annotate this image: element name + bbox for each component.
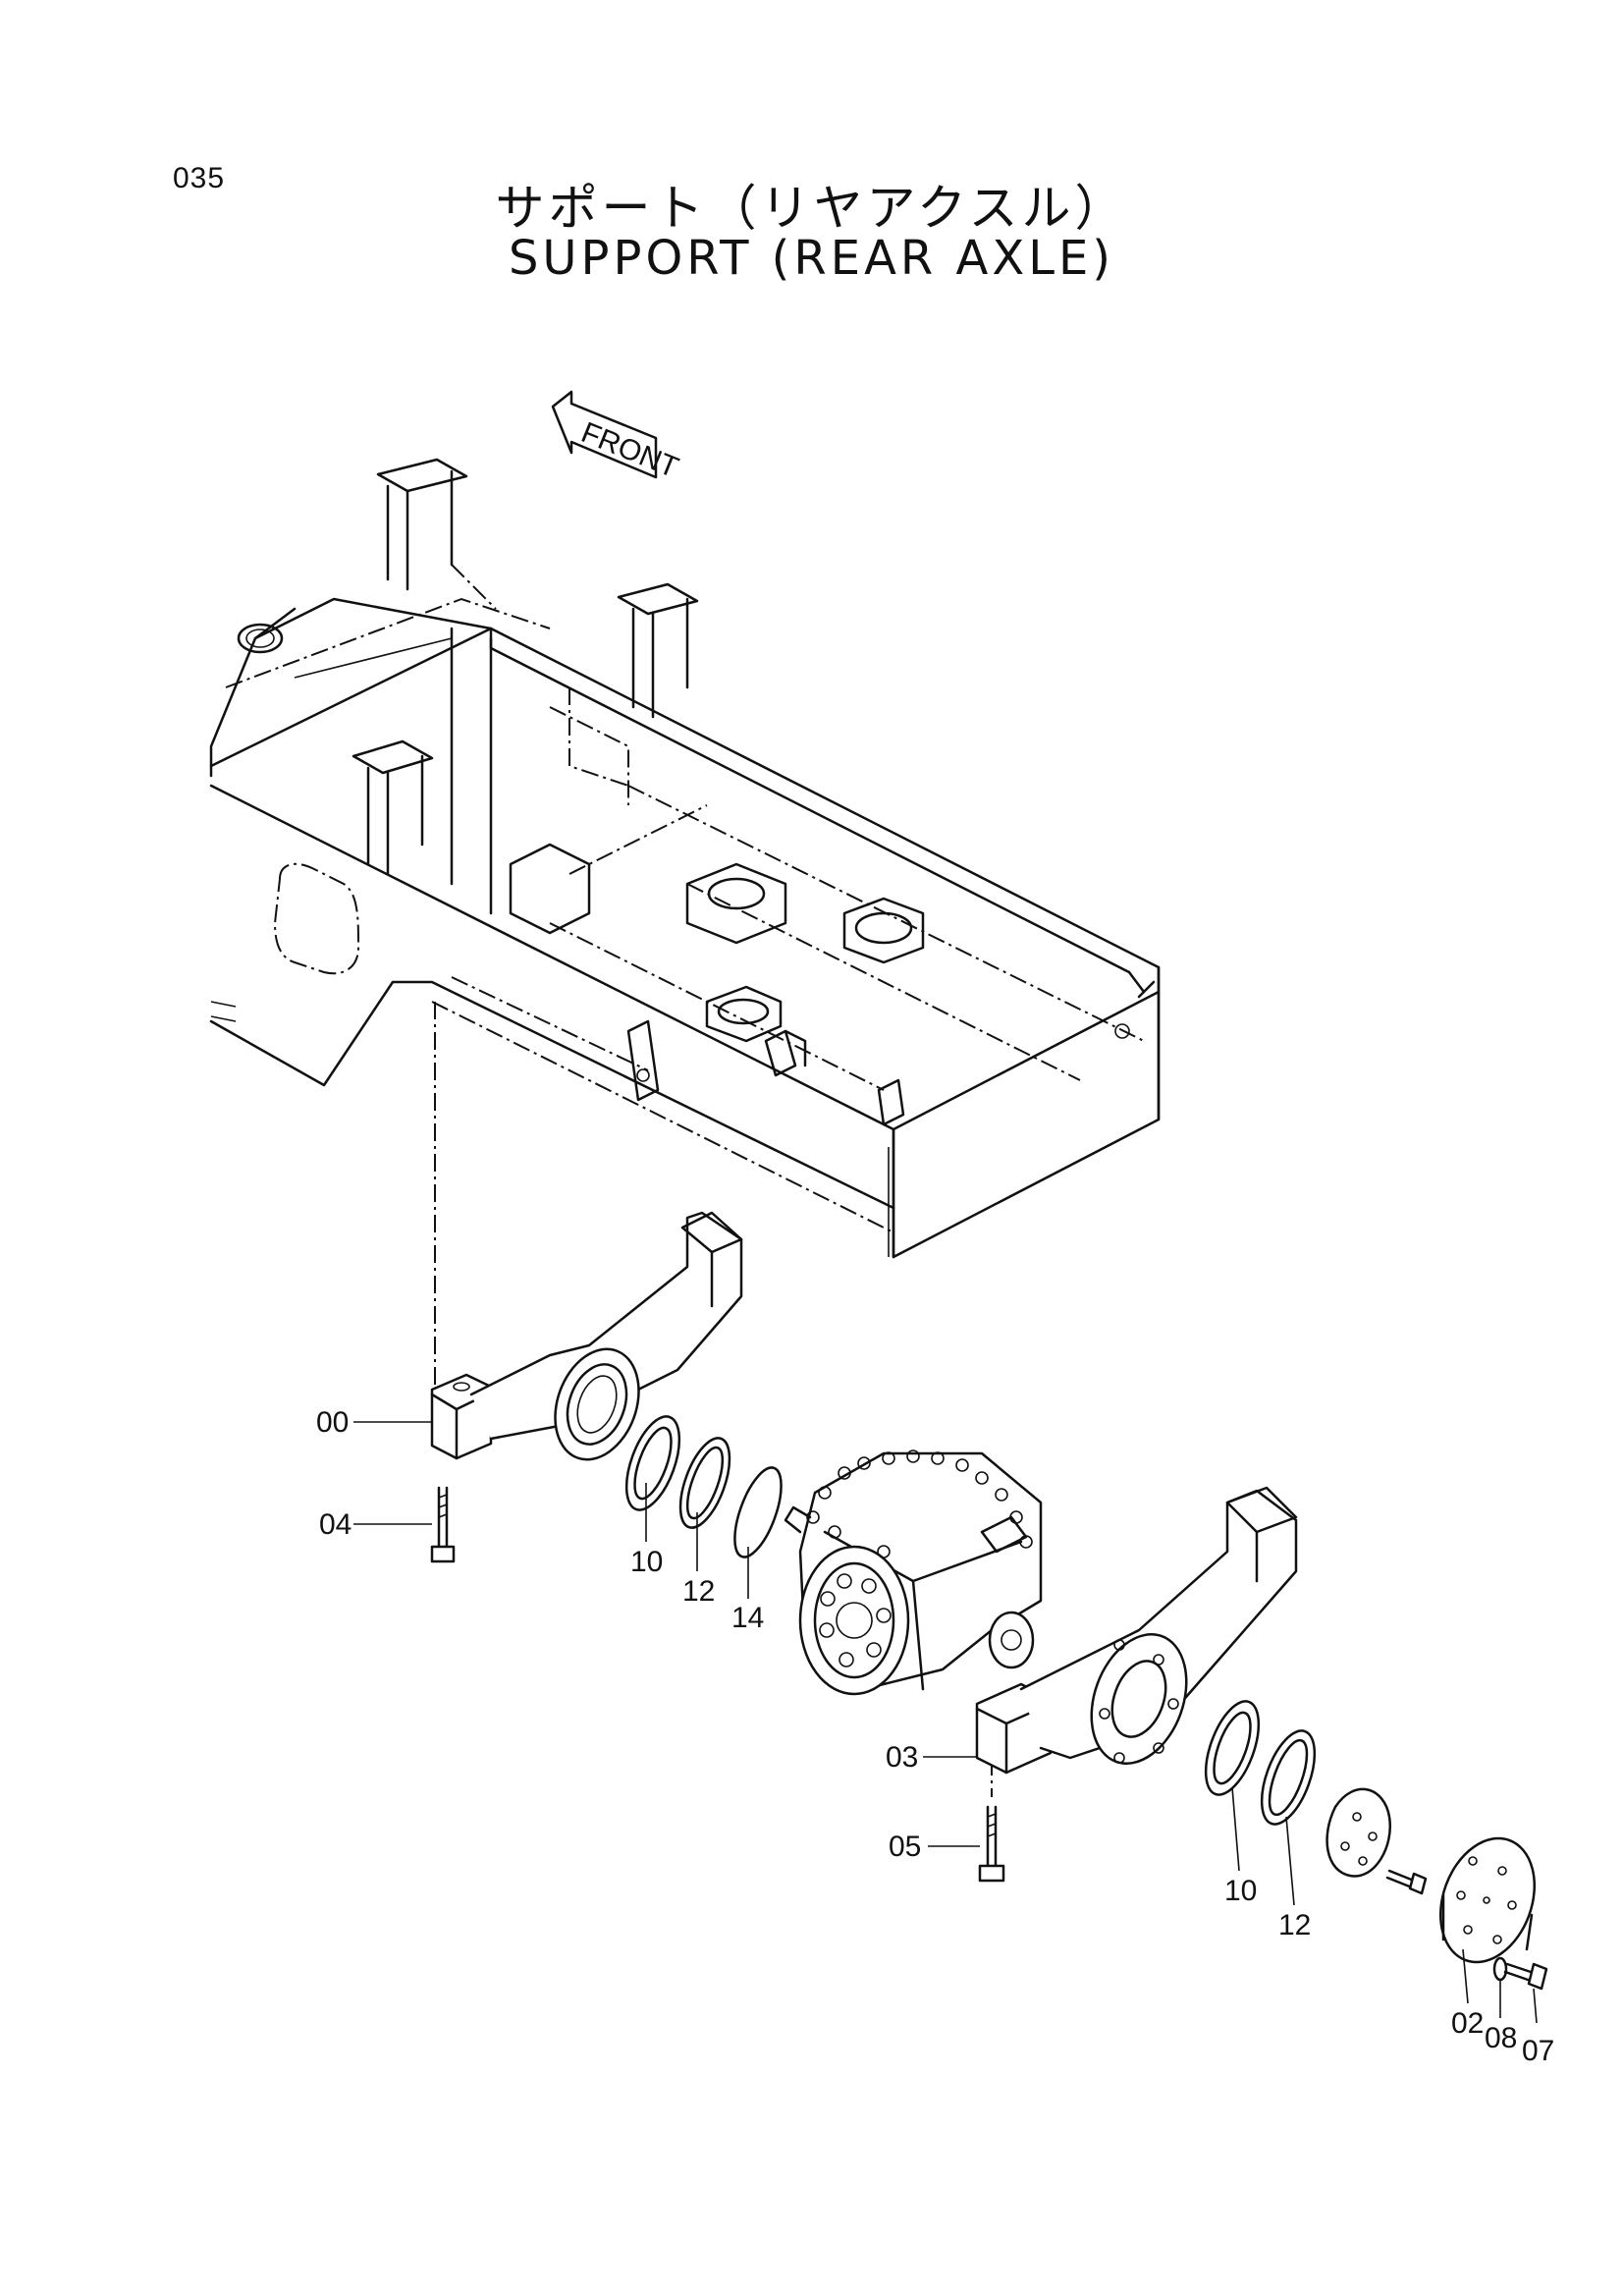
- right-seal-rings: [1204, 1700, 1317, 1826]
- callout-10-left: 10: [630, 1546, 663, 1578]
- bolt-07: [1503, 1962, 1548, 1991]
- small-bolt: [1385, 1869, 1428, 1895]
- page-title-english: SUPPORT (REAR AXLE): [508, 231, 1115, 286]
- callout-07: 07: [1522, 2035, 1554, 2067]
- washer-08: [1492, 1956, 1508, 1982]
- callout-12-right: 12: [1278, 1909, 1311, 1941]
- bolt-04: [430, 1486, 456, 1563]
- callout-00: 00: [316, 1406, 349, 1439]
- left-support-bracket: [430, 1211, 743, 1461]
- callout-labels: 00 04 10 12 14 03 05 10 12 02 08 07: [316, 1406, 1554, 2067]
- right-support-bracket: [975, 1486, 1298, 1775]
- callout-03: 03: [886, 1741, 918, 1774]
- callout-02: 02: [1451, 2007, 1484, 2040]
- leader-lines: [353, 1421, 1538, 2024]
- left-seal-rings: [624, 1415, 783, 1558]
- callout-05: 05: [889, 1831, 921, 1863]
- bolt-05: [978, 1805, 1005, 1883]
- frame-posts: [352, 458, 1156, 1126]
- callout-14: 14: [731, 1602, 764, 1634]
- callout-08: 08: [1485, 2022, 1517, 2054]
- callout-10-right: 10: [1224, 1875, 1257, 1907]
- front-arrow: FRONT: [551, 390, 683, 484]
- callout-04: 04: [319, 1508, 352, 1541]
- callout-12-left: 12: [682, 1575, 715, 1608]
- frame-structure: [209, 597, 1161, 1259]
- lock-plate: [1325, 1787, 1392, 1878]
- page-title-japanese: サポート（リヤアクスル）: [495, 180, 1128, 237]
- cover-plate-02: [1438, 1836, 1537, 1964]
- page-number: 035: [173, 162, 226, 194]
- axle-housing: [784, 1449, 1043, 1696]
